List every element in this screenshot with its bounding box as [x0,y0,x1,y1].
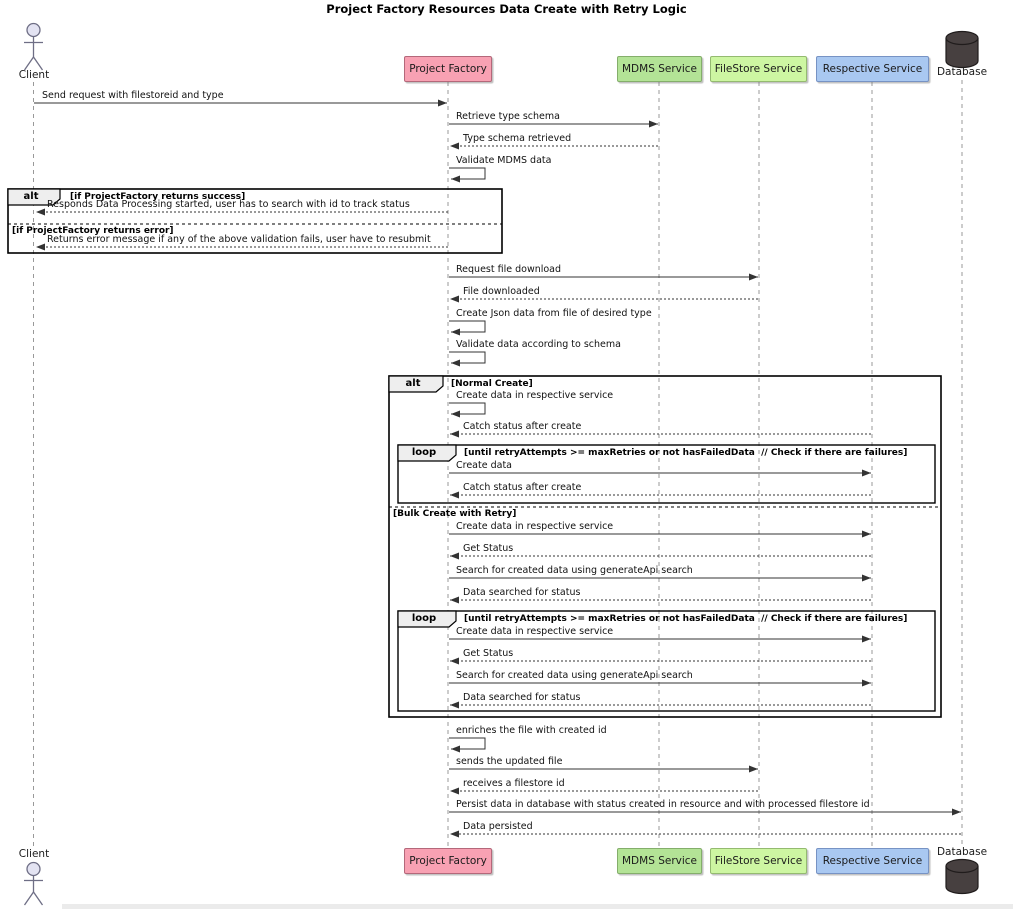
message-label-23: sends the updated file [456,756,563,767]
message-label-22: enriches the file with created id [456,725,607,736]
message-label-0: Send request with filestoreid and type [42,90,224,101]
message-label-6: Request file download [456,264,562,275]
database-cylinder-bottom-icon [945,858,979,895]
message-label-26: Data persisted [463,821,533,832]
frame-loop-retry-1 [397,444,936,504]
frame-alt-validation-guard: [if ProjectFactory returns success] [70,192,246,202]
frame-alt-create-guard: [Normal Create] [451,379,533,389]
message-label-13: Catch status after create [463,482,582,493]
frame-loop-1-guard: [until retryAttempts >= maxRetries or no… [464,448,908,458]
message-label-11: Catch status after create [463,421,582,432]
participant-mdms-service-top: MDMS Service [617,56,702,82]
participant-filestore-service-top: FileStore Service [710,56,807,82]
message-label-5: Returns error message if any of the abov… [47,234,431,245]
page-bottom-edge [62,904,1013,909]
message-label-10: Create data in respective service [456,390,614,401]
database-cylinder-top-icon [945,30,979,69]
frame-alt-create-keyword: alt [405,378,421,389]
frame-alt-validation-else-guard: [if ProjectFactory returns error] [12,226,174,236]
message-arrow-9 [449,351,486,367]
message-label-14: Create data in respective service [456,521,614,532]
message-arrow-22 [449,737,486,753]
message-label-2: Type schema retrieved [463,133,572,144]
message-label-18: Create data in respective service [456,626,614,637]
message-label-15: Get Status [463,543,514,554]
frame-loop-2-keyword: loop [411,613,437,624]
frame-alt-create [388,375,942,718]
frame-loop-2-guard: [until retryAttempts >= maxRetries or no… [464,614,908,624]
participant-client-label-top: Client [18,69,50,81]
participant-client-label-bottom: Client [18,848,50,860]
frame-alt-create-else-guard: [Bulk Create with Retry] [393,509,517,519]
message-label-21: Data searched for status [463,692,581,703]
participant-database-label-bottom: Database [936,846,988,858]
diagram-title: Project Factory Resources Data Create wi… [326,2,687,16]
actor-client-top-icon [23,22,44,71]
message-label-8: Create Json data from file of desired ty… [456,308,652,319]
message-label-9: Validate data according to schema [456,339,621,350]
frame-alt-validation [7,188,503,254]
message-label-12: Create data [456,460,512,471]
message-label-24: receives a filestore id [463,778,565,789]
message-label-19: Get Status [463,648,514,659]
frame-alt-validation-keyword: alt [23,191,39,202]
actor-client-bottom-icon [23,861,44,906]
participant-database-label-top: Database [936,66,988,78]
frame-loop-retry-2 [397,610,936,712]
message-label-16: Search for created data using generateAp… [456,565,693,576]
message-label-1: Retrieve type schema [456,111,560,122]
message-arrow-3 [449,167,486,183]
participant-respective-service-bottom: Respective Service [816,848,929,874]
message-arrow-8 [449,320,486,336]
message-arrow-10 [449,402,486,418]
participant-respective-service-top: Respective Service [816,56,929,82]
frame-loop-1-keyword: loop [411,447,437,458]
message-label-17: Data searched for status [463,587,581,598]
message-arrows [34,99,961,838]
message-label-25: Persist data in database with status cre… [456,799,870,810]
message-label-4: Responds Data Processing started, user h… [47,199,410,210]
participant-mdms-service-bottom: MDMS Service [617,848,702,874]
message-label-3: Validate MDMS data [456,155,552,166]
message-label-7: File downloaded [463,286,540,297]
participant-project-factory-bottom: Project Factory [404,848,492,874]
message-label-20: Search for created data using generateAp… [456,670,693,681]
participant-project-factory-top: Project Factory [404,56,492,82]
participant-filestore-service-bottom: FileStore Service [710,848,807,874]
